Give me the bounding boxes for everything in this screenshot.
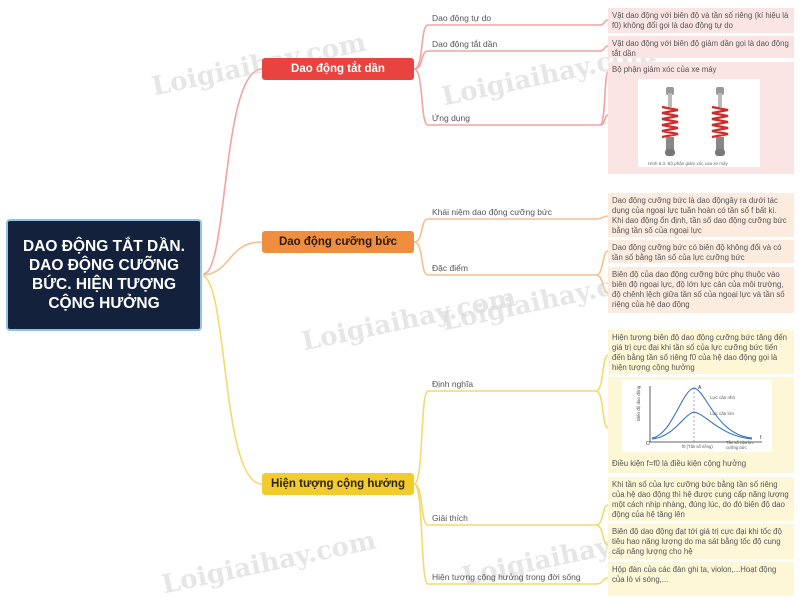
branch-damped-oscillation[interactable]: Dao động tắt dần (262, 58, 414, 80)
graph-ylabel: Biên độ dao động (636, 385, 641, 421)
leaf-resonance-graph: Biên độ dao động A Lực cản nhỏ Lực cản l… (608, 377, 794, 473)
leaf-characteristic-1: Dao động cưỡng bức có biên độ không đổi … (608, 240, 794, 263)
connector-root-branch3 (203, 275, 263, 485)
sub-characteristics[interactable]: Đặc điểm (432, 263, 468, 273)
leaf-resonance-in-life: Hộp đàn của các đàn ghi ta, violon,...Ho… (608, 562, 794, 596)
shock-absorber-image: Hình 6.3. Bộ phận giảm xóc của xe máy (638, 79, 760, 167)
sub-application[interactable]: Ứng dụng (432, 113, 470, 123)
leaf-forced-concept: Dao động cưỡng bức là dao độngây ra dưới… (608, 193, 794, 237)
leaf-characteristic-2: Biên độ của dao động cưỡng bức phụ thuộc… (608, 267, 794, 313)
leaf-damped-oscillation: Vật dao động với biên độ giảm dần gọi là… (608, 36, 794, 58)
graph-curve2-label: Lực cản lớn (710, 411, 734, 416)
shock-absorber-caption: Hình 6.3. Bộ phận giảm xóc của xe máy (648, 161, 728, 166)
sub-forced-concept[interactable]: Khái niệm dao động cưỡng bức (432, 207, 552, 217)
resonance-condition: Điều kiện f=f0 là điều kiện cộng hưởng (612, 459, 747, 468)
resonance-graph (622, 380, 772, 452)
branch-forced-oscillation[interactable]: Dao động cưỡng bức (262, 231, 414, 253)
leaf-definition: Hiện tượng biên độ dao động cưỡng bức tă… (608, 330, 794, 374)
application-text: Bộ phận giảm xóc của xe máy (612, 65, 717, 74)
sub-damped-oscillation[interactable]: Dao động tắt dần (432, 39, 498, 49)
connector-root-branch1 (203, 68, 263, 275)
graph-x-symbol: f (760, 435, 762, 441)
connector-root-branch2 (203, 241, 263, 276)
graph-curve1-label: Lực cản nhỏ (710, 395, 736, 400)
branch-resonance[interactable]: Hiện tượng cộng hưởng (262, 473, 414, 495)
graph-xlabel: Tần số của lực cưỡng bức (726, 440, 754, 450)
root-node[interactable]: DAO ĐỘNG TẮT DẦN. DAO ĐỘNG CƯỠNG BỨC. HI… (6, 219, 202, 331)
leaf-application: Bộ phận giảm xóc của xe máy Hình 6.3. Bộ… (608, 62, 794, 174)
shock-absorber-icon (661, 87, 729, 156)
leaf-explanation-2: Biên độ dao động đạt tới giá trị cực đại… (608, 524, 794, 559)
sub-free-oscillation[interactable]: Dao động tự do (432, 13, 492, 23)
graph-f0-label: f0 (Tần số riêng) (682, 444, 713, 449)
graph-origin-label: O (646, 441, 650, 447)
sub-explanation[interactable]: Giải thích (432, 513, 468, 523)
root-title: DAO ĐỘNG TẮT DẦN. DAO ĐỘNG CƯỠNG BỨC. HI… (23, 238, 185, 312)
graph-peak-label: A (698, 385, 702, 391)
leaf-free-oscillation: Vật dao động với biên độ và tần số riêng… (608, 8, 794, 33)
sub-definition[interactable]: Định nghĩa (432, 379, 474, 389)
leaf-explanation-1: Khi tần số của lực cưỡng bức bằng tần số… (608, 477, 794, 521)
sub-resonance-in-life[interactable]: Hiện tượng cộng hưởng trong đời sống (432, 572, 581, 582)
